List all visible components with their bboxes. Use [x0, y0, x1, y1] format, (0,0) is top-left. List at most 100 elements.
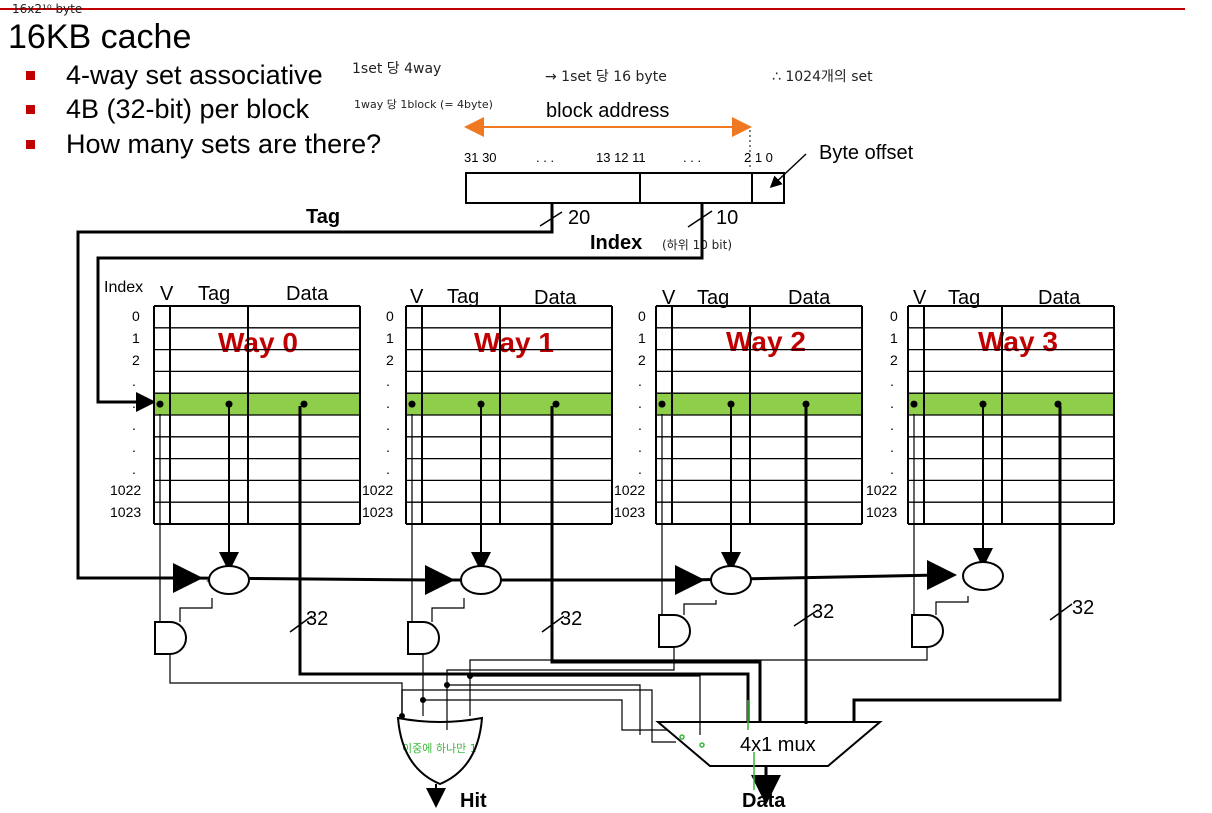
- block-address-label: block address: [546, 100, 670, 122]
- bullet-marker-3: [26, 140, 35, 149]
- way1-row-index: .: [386, 395, 390, 412]
- way1-row-index: .: [386, 438, 390, 455]
- way0-row-index: .: [132, 438, 136, 455]
- way2-v-header: V: [662, 287, 676, 309]
- way0-row-index: .: [132, 460, 136, 477]
- bullet-marker-1: [26, 71, 35, 80]
- way0-row-index: 1: [132, 329, 140, 346]
- way2-row-index: 1023: [614, 504, 646, 521]
- way0-row-index: 2: [132, 351, 140, 368]
- byte-offset-label: Byte offset: [819, 142, 914, 164]
- way2-label: Way 2: [726, 326, 806, 357]
- way2-row-index: 2: [638, 351, 646, 368]
- way3-row-index: .: [890, 438, 894, 455]
- way2-row-index: 1022: [614, 482, 646, 499]
- way1-label: Way 1: [474, 327, 554, 358]
- index-width-label: 10: [716, 207, 739, 229]
- way3-v-header: V: [913, 287, 927, 309]
- index-column-header: Index: [104, 279, 144, 296]
- way3-comparator: [962, 561, 1004, 591]
- mux-4x1: [655, 721, 883, 767]
- hit-output-label: Hit: [460, 790, 487, 812]
- way0-selected-row: [154, 393, 360, 415]
- way1-row-index: 1: [386, 329, 394, 346]
- way3-data-header: Data: [1038, 287, 1081, 309]
- way1-row-index: 1022: [362, 482, 394, 499]
- way1-comparator: [460, 565, 502, 595]
- bullet-text-3: How many sets are there?: [66, 129, 382, 159]
- way3-row-index: 1023: [866, 504, 898, 521]
- way3-label: Way 3: [978, 326, 1058, 357]
- way1-row-index: 0: [386, 308, 394, 324]
- way1-tag-header: Tag: [447, 286, 480, 308]
- way2-row-index: 0: [638, 308, 646, 324]
- way1-row-index: 1023: [362, 504, 394, 521]
- way2-tag-header: Tag: [697, 287, 730, 309]
- way0-comparator: [208, 565, 250, 595]
- way2-row-index: .: [638, 460, 642, 477]
- bullet-marker-2: [26, 105, 35, 114]
- way3-table: [907, 305, 1115, 591]
- address-dots-2: . . .: [683, 150, 702, 165]
- way0-row-index: .: [132, 373, 136, 390]
- index-field-label: Index: [590, 232, 643, 254]
- way1-v-header: V: [410, 286, 424, 308]
- tag-field-label: Tag: [306, 206, 341, 228]
- address-register: [465, 172, 785, 204]
- way0-row-index: 1023: [110, 504, 142, 521]
- way3-row-index: .: [890, 417, 894, 433]
- way1-bus-width: 32: [560, 608, 583, 630]
- way3-row-index: .: [890, 373, 894, 390]
- bullet-text-2: 4B (32-bit) per block: [66, 94, 310, 124]
- annotation-ways-per-set: 1set 당 4way: [352, 61, 442, 77]
- way1-row-index: .: [386, 417, 390, 433]
- way1-selected-row: [406, 393, 612, 415]
- title-annotation: 16x2¹⁰ byte: [12, 2, 83, 16]
- page-title: 16KB cache: [8, 18, 192, 56]
- way3-row-index: 1: [890, 329, 898, 346]
- way3-row-index: 1022: [866, 482, 898, 499]
- byte-offset-pointer: [769, 153, 807, 189]
- way0-row-index: 1022: [110, 482, 142, 499]
- and-gates: [154, 614, 944, 655]
- way3-selected-row: [908, 393, 1114, 415]
- way2-row-index: 1: [638, 329, 646, 346]
- address-bits-13-11: 13 12 11: [596, 150, 646, 165]
- way3-tag-header: Tag: [948, 287, 981, 309]
- way2-row-index: .: [638, 438, 642, 455]
- way1-row-index: .: [386, 460, 390, 477]
- way0-bus-width: 32: [306, 608, 329, 630]
- tag-width-label: 20: [568, 207, 591, 229]
- address-bits-31-30: 31 30: [464, 150, 497, 165]
- way3-row-index: 0: [890, 308, 898, 324]
- mux-label: 4x1 mux: [740, 734, 816, 756]
- annotation-bytes-per-set: → 1set 당 16 byte: [545, 69, 667, 85]
- way3-bus-width: 32: [1072, 597, 1095, 619]
- way2-row-index: .: [638, 395, 642, 412]
- way2-data-header: Data: [788, 287, 831, 309]
- title-divider: [0, 8, 1185, 10]
- way0-v-header: V: [160, 283, 174, 305]
- address-dots-1: . . .: [536, 150, 555, 165]
- way2-bus-width: 32: [812, 601, 835, 623]
- way1-row-index: .: [386, 373, 390, 390]
- way2-table: [655, 305, 863, 595]
- bullet-text-1: 4-way set associative: [66, 60, 323, 90]
- way0-data-header: Data: [286, 283, 329, 305]
- way2-selected-row: [656, 393, 862, 415]
- way0-row-index: .: [132, 417, 136, 433]
- or-gate: [396, 716, 484, 786]
- way0-table: [153, 305, 361, 595]
- data-buses: [298, 406, 1062, 724]
- way1-data-header: Data: [534, 287, 577, 309]
- way3-row-index: .: [890, 460, 894, 477]
- index-wire: [96, 203, 713, 404]
- way3-row-index: 2: [890, 351, 898, 368]
- way1-row-index: 2: [386, 351, 394, 368]
- way0-tag-header: Tag: [198, 283, 231, 305]
- annotation-block-size: 1way 당 1block (= 4byte): [354, 98, 493, 111]
- annotation-or-gate: 이중에 하나만 1: [402, 742, 477, 755]
- annotation-set-count: ∴ 1024개의 set: [772, 69, 873, 85]
- way2-row-index: .: [638, 417, 642, 433]
